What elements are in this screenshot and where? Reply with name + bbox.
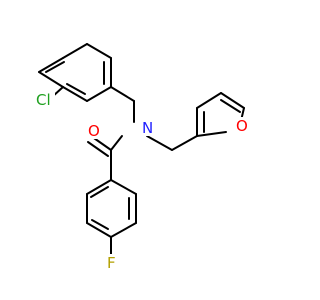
furan-oxygen-label: O <box>236 117 248 135</box>
bond-furan-c3-c4 <box>196 92 222 109</box>
bond-n-ch2b <box>146 135 173 151</box>
bond-ring-ch2 <box>110 86 135 102</box>
bond-ar-1 <box>110 179 137 195</box>
furan-oxygen-label-background <box>233 117 247 134</box>
fluorine-label: F <box>107 254 116 272</box>
bond-ar-4 <box>86 222 112 238</box>
bond-ar-3 <box>110 222 137 238</box>
bond-ch2b-furan <box>171 135 198 151</box>
chlorine-label-background <box>33 91 55 108</box>
bond-inner-1 <box>45 61 65 73</box>
bond-inner-3 <box>66 83 86 95</box>
bond-ar-inner-3 <box>90 186 109 198</box>
carbonyl-oxygen-label: O <box>88 122 100 140</box>
bond-c1-c6 <box>38 57 64 73</box>
bond-c3-c2 <box>86 86 112 102</box>
bond-c6-c5 <box>62 43 88 59</box>
bond-n-co <box>110 135 123 151</box>
bond-ar-6 <box>86 179 112 195</box>
nitrogen-label: N <box>142 119 153 137</box>
bond-c5-c4 <box>86 43 112 59</box>
bond-c1b-c1 <box>38 71 64 88</box>
bond-c2-c1b <box>62 86 88 102</box>
chlorine-label: Cl <box>36 91 51 109</box>
bond-furan-o-c2 <box>196 131 227 137</box>
bond-furan-inner2 <box>220 99 241 113</box>
fluorine-label-background <box>104 254 118 271</box>
bond-ar-inner-2 <box>91 219 109 230</box>
molecule-structure: ClN O O F <box>33 43 248 272</box>
bond-co-o2 <box>87 141 109 157</box>
nitrogen-label-background <box>139 119 153 136</box>
carbonyl-oxygen-label-background <box>85 122 99 139</box>
bond-furan-c4-c5 <box>220 92 245 109</box>
